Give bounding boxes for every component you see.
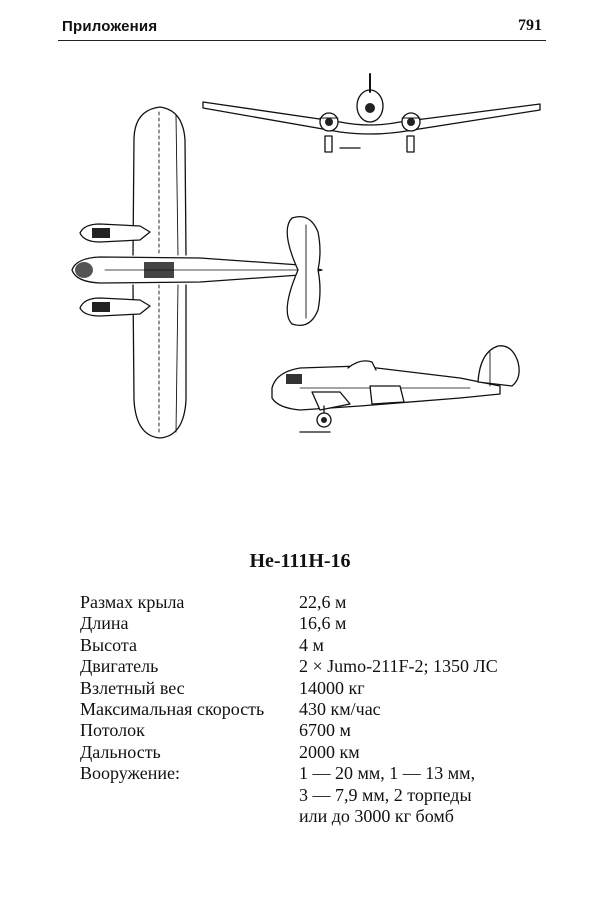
running-header-section: Приложения <box>62 18 158 35</box>
spec-label: Вооружение: <box>80 763 180 784</box>
spec-value: 16,6 м <box>299 613 347 634</box>
spec-value: 430 км/час <box>299 699 381 720</box>
spec-value: 2000 км <box>299 741 360 762</box>
spec-row: Высота 4 м <box>80 635 498 656</box>
spec-value: 14000 кг <box>299 677 365 698</box>
page-number: 791 <box>518 17 542 34</box>
spec-row: Длина 16,6 м <box>80 613 498 634</box>
front-view <box>202 73 541 153</box>
spec-value: 22,6 м <box>299 592 347 612</box>
spec-row: Дальность 2000 км <box>80 742 498 763</box>
spec-row: Максимальная скорость 430 км/час <box>80 699 498 720</box>
spec-table: Размах крыла 22,6 м Длина 16,6 м Высота … <box>80 592 498 827</box>
spec-row: Вооружение: 1 — 20 мм, 1 — 13 мм, 3 — 7,… <box>80 763 498 827</box>
spec-label: Дальность <box>80 741 161 762</box>
spec-value-multiline: 1 — 20 мм, 1 — 13 мм, 3 — 7,9 мм, 2 торп… <box>299 763 498 827</box>
spec-value: 4 м <box>299 634 324 655</box>
spec-value: 6700 м <box>299 720 351 741</box>
armament-line: или до 3000 кг бомб <box>299 806 454 827</box>
spec-value: 2 × Jumo-211F-2; 1350 ЛС <box>299 656 498 677</box>
spec-row: Взлетный вес 14000 кг <box>80 678 498 699</box>
spec-label: Размах крыла <box>80 592 185 612</box>
plan-view <box>71 106 323 439</box>
spec-label: Взлетный вес <box>80 677 185 698</box>
spec-label: Высота <box>80 634 137 655</box>
side-view <box>271 345 520 433</box>
spec-row: Размах крыла 22,6 м <box>80 592 498 613</box>
three-view-drawing <box>71 73 541 439</box>
spec-label: Двигатель <box>80 656 159 677</box>
spec-row: Двигатель 2 × Jumo-211F-2; 1350 ЛС <box>80 656 498 677</box>
aircraft-title: He-111H-16 <box>249 550 351 572</box>
armament-line: 3 — 7,9 мм, 2 торпеды <box>299 784 472 805</box>
spec-row: Потолок 6700 м <box>80 720 498 741</box>
spec-label: Максимальная скорость <box>80 699 265 720</box>
spec-label: Потолок <box>80 720 145 741</box>
header-rule <box>58 40 546 41</box>
armament-line: 1 — 20 мм, 1 — 13 мм, <box>299 763 476 784</box>
spec-label: Длина <box>80 613 129 634</box>
